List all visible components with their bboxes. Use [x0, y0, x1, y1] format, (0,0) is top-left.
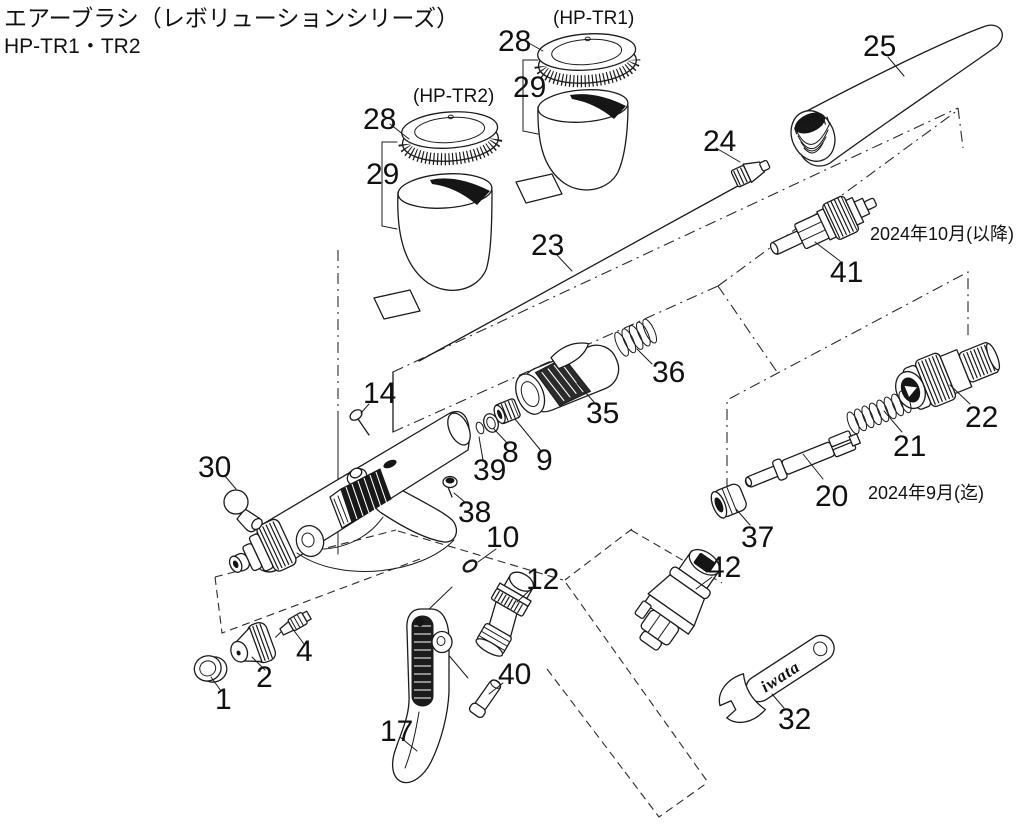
leader-lines [210, 40, 971, 752]
label-40: 40 [498, 658, 531, 691]
auxiliary-screw [442, 475, 458, 498]
label-2: 2 [256, 661, 273, 694]
airbrush-body [228, 410, 471, 573]
nozzle-cap-ring [193, 655, 228, 683]
valve-pin [468, 679, 502, 719]
label-39: 39 [473, 454, 506, 487]
valve-piston [744, 430, 861, 488]
label-37: 37 [741, 521, 774, 554]
label-32: 32 [778, 703, 811, 736]
packing-screw [493, 398, 521, 425]
label-20: 20 [815, 480, 848, 513]
fluid-nozzle [275, 610, 312, 638]
valve-spring [846, 390, 912, 435]
model-code: HP-TR1・TR2 [4, 35, 141, 58]
label-41: 41 [830, 256, 863, 289]
nozzle-cap [230, 621, 277, 664]
label-23: 23 [531, 229, 564, 262]
trigger [391, 586, 469, 784]
label-21: 21 [893, 430, 926, 463]
annotation-hp-tr1: (HP-TR1) [553, 8, 634, 29]
label-38: 38 [458, 496, 491, 529]
cup-hp-tr1 [515, 33, 641, 204]
label-9: 9 [536, 444, 553, 477]
air-valve [475, 571, 535, 657]
label-29-tr2: 29 [366, 158, 399, 191]
label-36: 36 [652, 356, 685, 389]
annotation-hp-tr2: (HP-TR2) [413, 86, 494, 107]
label-10: 10 [486, 521, 519, 554]
text-labels: エアーブラシ（レボリューションシリーズ） HP-TR1・TR2 (HP-TR1)… [4, 5, 1014, 748]
label-14: 14 [363, 377, 396, 410]
needle [418, 175, 757, 362]
needle-chucking-nut [730, 159, 771, 188]
cup-hp-tr2 [373, 111, 503, 320]
label-25: 25 [863, 30, 896, 63]
valve-o-ring [462, 559, 478, 573]
label-1: 1 [215, 683, 232, 716]
needle-spring [614, 318, 658, 357]
trigger-button [223, 489, 263, 533]
set-screw [349, 409, 370, 436]
needle-chucking-guide-new [769, 195, 877, 255]
label-22: 22 [965, 401, 998, 434]
label-12: 12 [526, 563, 559, 596]
needle-chucking-guide-old [515, 342, 620, 415]
label-28-tr1: 28 [498, 25, 531, 58]
label-28-tr2: 28 [363, 103, 396, 136]
valve-casing [895, 341, 1001, 410]
valve-packing [710, 483, 747, 519]
page-title: エアーブラシ（レボリューションシリーズ） [4, 5, 459, 31]
label-17: 17 [380, 715, 413, 748]
annotation-valve-new: 2024年10月(以降) [870, 224, 1014, 244]
handle-cover [790, 24, 1003, 167]
label-35: 35 [586, 397, 619, 430]
label-29-tr1: 29 [513, 71, 546, 104]
label-8: 8 [502, 436, 519, 469]
label-42: 42 [708, 551, 741, 584]
needle-packing [475, 413, 499, 435]
annotation-valve-old: 2024年9月(迄) [868, 483, 984, 503]
label-30: 30 [198, 451, 231, 484]
label-24: 24 [703, 125, 736, 158]
label-4: 4 [296, 635, 313, 668]
